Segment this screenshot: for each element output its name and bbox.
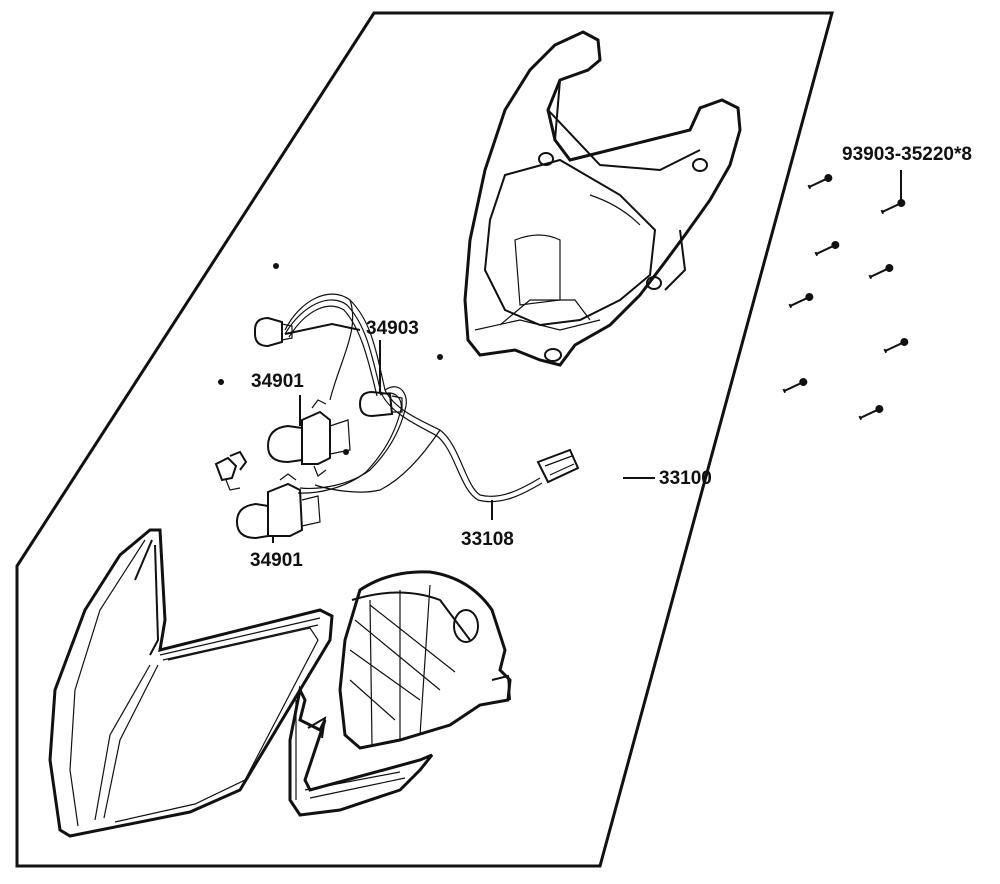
screw-icon xyxy=(858,405,884,421)
leader-lines xyxy=(272,170,902,543)
screw-icon xyxy=(880,199,906,215)
screw-icon xyxy=(883,338,909,354)
label-bulb-upper: 34901 xyxy=(251,371,304,392)
clip-pair xyxy=(214,450,248,491)
label-bulb-lower: 34901 xyxy=(250,550,303,571)
screw-icon xyxy=(814,241,840,257)
bulb-upper xyxy=(266,399,351,477)
callout-labels: 33100 33108 34903 34901 34901 93903-3522… xyxy=(250,144,972,571)
label-wire-harness: 33108 xyxy=(461,529,514,550)
screw-icon xyxy=(807,174,833,190)
bulb-lower xyxy=(235,473,321,540)
screw-icon xyxy=(868,264,894,280)
label-headlight-assembly: 33100 xyxy=(659,468,712,489)
wire-harness xyxy=(284,293,580,503)
trim-piece xyxy=(288,685,434,817)
headlight-lens xyxy=(48,528,334,838)
reflector xyxy=(338,570,512,750)
label-screw: 93903-35220*8 xyxy=(842,144,972,165)
assembly-boundary xyxy=(15,11,834,868)
screw-set xyxy=(782,174,909,421)
screw-icon xyxy=(788,293,814,309)
screw-icon xyxy=(782,378,808,394)
label-bulb-socket: 34903 xyxy=(366,318,419,339)
headlight-housing xyxy=(463,30,742,367)
small-bulb-center xyxy=(358,390,403,418)
